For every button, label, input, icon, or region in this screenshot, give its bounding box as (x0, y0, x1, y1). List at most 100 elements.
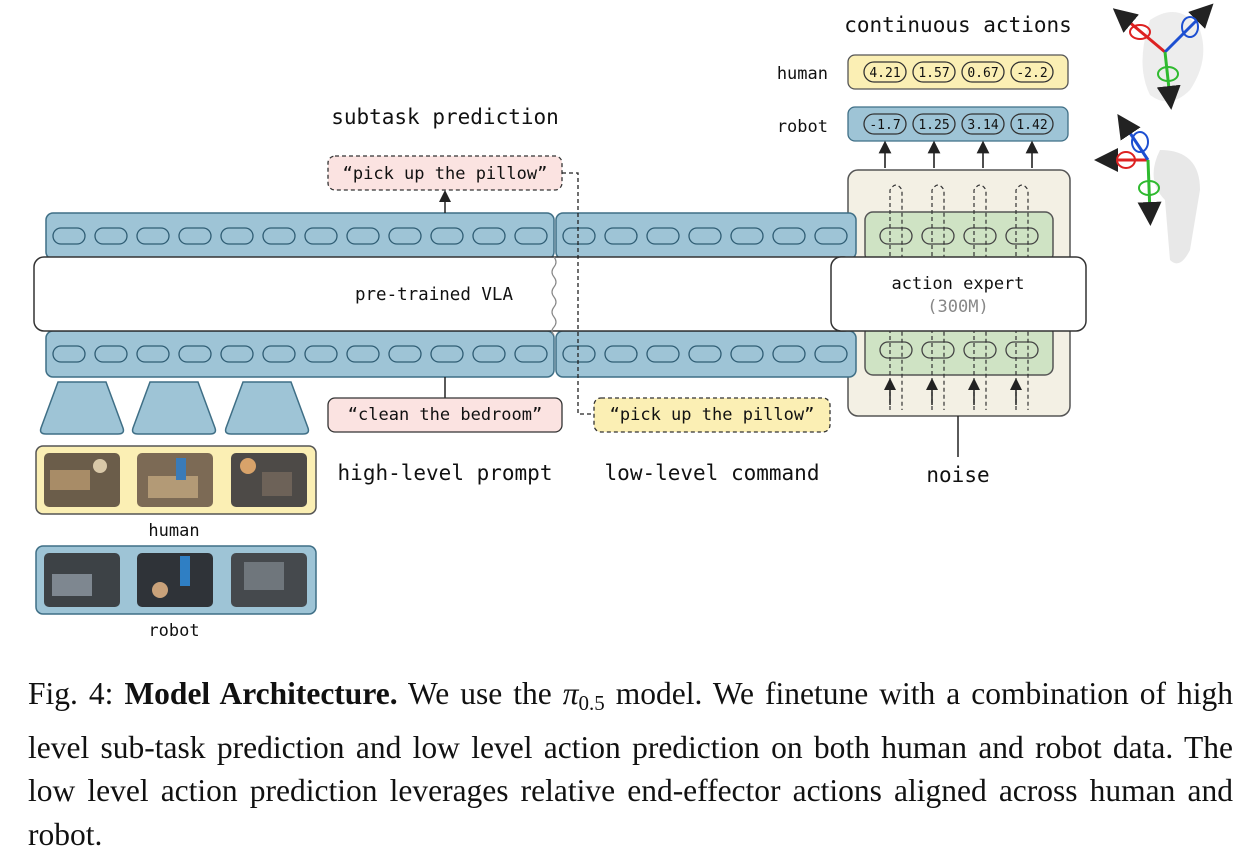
expert-bottom-token (921, 341, 955, 359)
expert-flow-lines (884, 184, 1029, 410)
robot-images-label: robot (148, 621, 199, 641)
bottom-token (430, 345, 464, 363)
robot-action-value: 1.42 (1016, 118, 1047, 133)
top-token (772, 227, 806, 245)
bottom-token (646, 345, 680, 363)
expert-top-token (963, 227, 997, 245)
human-actions-bar (847, 54, 1069, 90)
human-action-values: 4.21 1.57 0.67 -2.2 (863, 61, 1054, 83)
image-encoders (39, 381, 310, 435)
top-token (52, 227, 86, 245)
bottom-token (136, 345, 170, 363)
continuous-actions-label: continuous actions (844, 13, 1072, 37)
high-level-prompt-box (327, 397, 563, 433)
expert-token-row (879, 227, 1039, 359)
architecture-diagram: pre-trained VLA action expert (300M) sub… (33, 3, 1214, 641)
caption-pi-subscript: 0.5 (578, 691, 605, 715)
bottom-token (262, 345, 296, 363)
expert-bottom-token (1005, 341, 1039, 359)
human-hand-axes-icon (1112, 3, 1214, 110)
low-level-command-box (593, 397, 831, 433)
robot-action-value: -1.7 (869, 118, 900, 133)
bottom-token (814, 345, 848, 363)
robot-action-values: -1.7 1.25 3.14 1.42 (863, 113, 1054, 135)
bottom-token-row (52, 345, 848, 363)
human-action-pill (961, 61, 1005, 83)
top-token (94, 227, 128, 245)
bottom-token (94, 345, 128, 363)
human-action-value: 0.67 (967, 66, 998, 81)
caption-text-2: model. We finetune with a combination of… (28, 676, 1234, 852)
robot-action-row-label: robot (777, 117, 828, 137)
subtask-prediction-label: subtask prediction (331, 105, 559, 129)
expert-top-token (1005, 227, 1039, 245)
low-level-command-label: low-level command (605, 461, 820, 485)
robot-action-pill (1010, 113, 1054, 135)
robot-action-value: 1.25 (918, 118, 949, 133)
top-token (178, 227, 212, 245)
expert-top-token (879, 227, 913, 245)
robot-action-value: 3.14 (967, 118, 998, 133)
bottom-token (178, 345, 212, 363)
robot-action-pill (961, 113, 1005, 135)
high-level-prompt-label: high-level prompt (338, 461, 553, 485)
caption-pi-symbol: π (562, 676, 579, 711)
top-token (430, 227, 464, 245)
expert-flow-line (889, 184, 903, 410)
top-token (646, 227, 680, 245)
robot-actions-bar (847, 106, 1069, 142)
expert-bottom-token (879, 341, 913, 359)
bottom-token (346, 345, 380, 363)
bottom-token (688, 345, 722, 363)
top-token (604, 227, 638, 245)
bottom-token (604, 345, 638, 363)
caption-text-1: We use the (408, 676, 552, 711)
robot-camera-images (44, 553, 307, 607)
top-token (562, 227, 596, 245)
robot-image-2 (137, 553, 213, 607)
human-action-row-label: human (777, 64, 828, 84)
human-action-value: 1.57 (918, 66, 949, 81)
top-token (346, 227, 380, 245)
expert-flow-line (973, 184, 987, 410)
top-token (304, 227, 338, 245)
bottom-token (388, 345, 422, 363)
expert-top-token (921, 227, 955, 245)
high-level-prompt-text: “clean the bedroom” (348, 405, 542, 425)
subtask-to-command-connector (562, 172, 592, 415)
image-encoder-1 (39, 381, 125, 435)
bottom-token (52, 345, 86, 363)
top-token (814, 227, 848, 245)
top-token (514, 227, 548, 245)
human-action-pill (912, 61, 956, 83)
expert-flow-line (1015, 184, 1029, 410)
subtask-output-text: “pick up the pillow” (343, 164, 548, 184)
wavy-separator (551, 256, 557, 336)
bottom-token (472, 345, 506, 363)
human-action-value: 4.21 (869, 66, 900, 81)
robot-gripper-axes-icon (1094, 114, 1200, 264)
top-token (220, 227, 254, 245)
human-action-value: -2.2 (1016, 66, 1047, 81)
human-action-pill (863, 61, 907, 83)
caption-prefix: Fig. 4: (28, 676, 114, 711)
bottom-token (514, 345, 548, 363)
human-camera-images (44, 453, 307, 507)
action-expert-body (830, 256, 1087, 332)
bottom-token (772, 345, 806, 363)
noise-label: noise (926, 463, 989, 487)
image-encoder-2 (131, 381, 217, 435)
human-images-label: human (148, 521, 199, 541)
human-action-pill (1010, 61, 1054, 83)
top-token (472, 227, 506, 245)
vla-label: pre-trained VLA (355, 285, 514, 305)
top-token-row (52, 227, 848, 245)
bottom-token (304, 345, 338, 363)
image-encoder-3 (224, 381, 310, 435)
robot-action-pill (863, 113, 907, 135)
bottom-token (730, 345, 764, 363)
bottom-token (562, 345, 596, 363)
low-level-command-text: “pick up the pillow” (610, 405, 815, 425)
expert-bottom-token (963, 341, 997, 359)
top-token (730, 227, 764, 245)
